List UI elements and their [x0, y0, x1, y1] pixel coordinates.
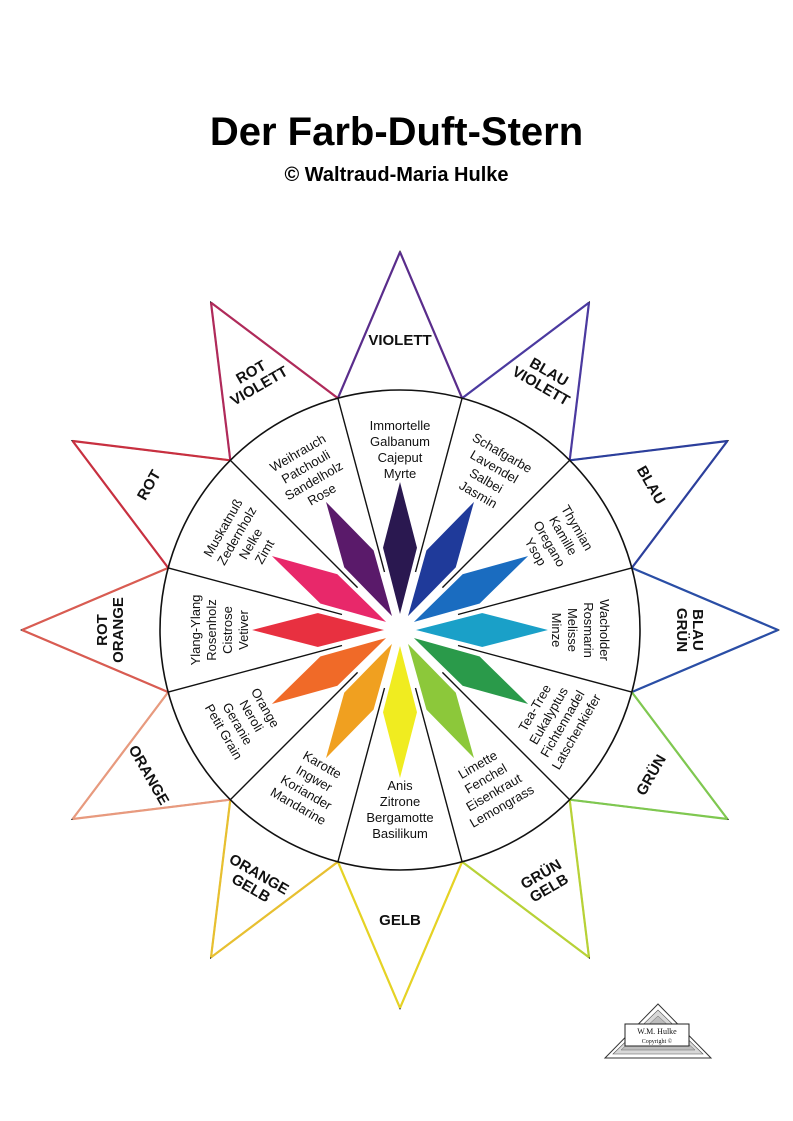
section-divider [441, 459, 571, 589]
star-point-color-edge [209, 302, 232, 461]
star-point-color-edge [209, 799, 232, 958]
section-divider [337, 398, 386, 573]
point-label: BLAUGRÜN [673, 608, 706, 652]
star-point-color-edge [461, 860, 590, 959]
hulke-logo: W.M. Hulke Copyright © [603, 1003, 713, 1059]
section-divider [414, 398, 463, 573]
star-point-color-edge [336, 861, 402, 1009]
section-divider [457, 644, 632, 693]
star-point-color-edge [461, 301, 590, 400]
section-divider [168, 567, 343, 616]
star-point [336, 249, 464, 400]
star-point-color-edge [71, 691, 170, 820]
star-point-color-edge [21, 566, 169, 632]
point-label-line: ORANGE [110, 597, 127, 663]
scent-name: Immortelle [370, 418, 431, 433]
star-point-color-edge [630, 440, 729, 569]
star-point [336, 860, 464, 1011]
point-label: ROTORANGE [94, 597, 127, 663]
point-label: VIOLETT [368, 332, 431, 349]
scent-list: OrangeNeroliGeraniePetit Grain [202, 677, 287, 762]
color-petal [249, 611, 387, 649]
scent-name: Minze [549, 613, 564, 648]
scent-name: Anis [387, 778, 413, 793]
star-point-color-edge [631, 566, 779, 632]
star-point-color-edge [72, 439, 231, 462]
star-point-color-edge [631, 628, 779, 694]
scent-list: WacholderRosmarinMelisseMinze [549, 599, 612, 661]
scent-name: Myrte [384, 466, 417, 481]
color-petal [413, 611, 551, 649]
scent-name: Ylang-Ylang [188, 595, 203, 666]
page-title: Der Farb-Duft-Stern [209, 110, 584, 154]
section-divider [168, 644, 343, 693]
section-divider [229, 459, 359, 589]
section-divider [337, 687, 386, 862]
star-points: VIOLETTBLAUVIOLETTBLAUBLAUGRÜNGRÜNGRÜNGE… [19, 249, 781, 1011]
color-petal [324, 641, 394, 761]
star-point-color-edge [210, 301, 339, 400]
star-point-color-edge [210, 860, 339, 959]
scent-list: Ylang-YlangRosenholzCistroseVetiver [188, 595, 251, 666]
scent-list: MuskatnußZedernholzNelkeZimt [200, 496, 287, 584]
star-point-color-edge [569, 439, 728, 462]
scent-name: Rosmarin [581, 602, 596, 658]
page-subtitle: © Waltraud-Maria Hulke [284, 164, 509, 186]
star-point-color-edge [630, 691, 729, 820]
point-label-line: GELB [379, 912, 421, 929]
rosette-center [395, 625, 405, 635]
point-label-line: ROT [94, 614, 111, 646]
star-point-color-edge [336, 251, 402, 399]
scent-name: Melisse [565, 608, 580, 652]
color-petal [324, 499, 394, 619]
star-point-color-edge [398, 861, 464, 1009]
star-point-color-edge [568, 799, 591, 958]
star-point-color-edge [71, 440, 170, 569]
scent-name: Bergamotte [366, 810, 433, 825]
star-point-color-edge [569, 798, 728, 821]
star-point-color-edge [398, 251, 464, 399]
scent-name: Cajeput [378, 450, 423, 465]
color-petal [411, 636, 531, 706]
star-point-color-edge [21, 628, 169, 694]
color-petal [406, 641, 476, 761]
scent-name: Galbanum [370, 434, 430, 449]
scent-name: Rosenholz [204, 599, 219, 660]
scent-name: Vetiver [236, 609, 251, 649]
section-divider [457, 567, 632, 616]
point-label-line: GRÜN [673, 608, 690, 652]
color-petal [411, 554, 531, 624]
section-divider [441, 671, 571, 801]
color-petal [269, 636, 389, 706]
point-label-line: BLAU [689, 609, 706, 651]
scent-name: Cistrose [220, 606, 235, 654]
section-divider [414, 687, 463, 862]
color-petal [381, 479, 419, 617]
scent-name: Basilikum [372, 826, 428, 841]
color-petal [381, 643, 419, 781]
logo-name: W.M. Hulke [637, 1027, 677, 1036]
star-point-color-edge [72, 798, 231, 821]
scent-list: Tea-TreeEukalyptusFichtennadelLatschenki… [507, 667, 604, 772]
color-rosette [249, 479, 551, 781]
color-petal [406, 499, 476, 619]
color-petal [269, 554, 389, 624]
scent-name: Wacholder [597, 599, 612, 661]
section-divider [229, 671, 359, 801]
point-label: GELB [379, 912, 421, 929]
star-point-color-edge [568, 302, 591, 461]
logo-copyright: Copyright © [642, 1038, 673, 1045]
point-label-line: VIOLETT [368, 332, 431, 349]
scent-name: Zitrone [380, 794, 420, 809]
